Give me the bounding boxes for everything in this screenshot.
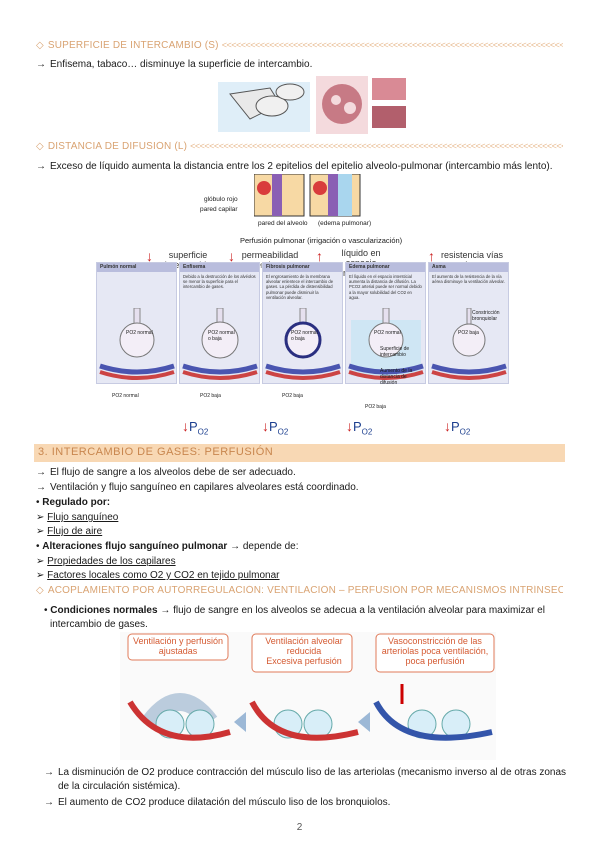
side-label: Superficie de intercambio	[380, 346, 410, 358]
vq-figure	[120, 632, 496, 760]
text-line: →Ventilación y flujo sanguíneo en capila…	[36, 482, 359, 493]
label-globulo-rojo: glóbulo rojo	[204, 196, 238, 203]
vq-panel-title: Vasoconstricción de las arteriolas poca …	[381, 636, 489, 666]
po2-label: PO2 baja	[458, 330, 479, 336]
text-line: • Regulado por:	[36, 497, 111, 508]
po2-indicator: ↓PO2	[444, 418, 471, 437]
text-line: →El flujo de sangre a los alveolos debe …	[36, 467, 296, 478]
page-number: 2	[296, 822, 303, 833]
diffusion-boxes	[254, 174, 361, 217]
text-line: →Enfisema, tabaco… disminuye la superfic…	[36, 59, 313, 70]
po2-indicator: ↓PO2	[182, 418, 209, 437]
vq-panel-title: Ventilación alveolar reducida Excesiva p…	[265, 636, 343, 666]
vq-panel-title: Ventilación y perfusión ajustadas	[132, 636, 224, 656]
arrow-down-icon: ↓	[228, 248, 235, 264]
side-label: Aumento de la distancia de difusión	[380, 368, 413, 386]
text-line: de la circulación sistémica).	[58, 781, 181, 792]
list-item: ➢ Propiedades de los capilares	[36, 556, 176, 567]
po2-bottom: PO2 baja	[282, 393, 303, 399]
po2-indicator: ↓PO2	[262, 418, 289, 437]
label-pared-alveolo: pared del alveolo	[258, 220, 308, 227]
list-item: ➢ Flujo de aire	[36, 526, 103, 537]
label-pared-capilar: pared capilar	[200, 206, 238, 213]
list-item: ➢ Factores locales como O2 y CO2 en teji…	[36, 570, 280, 581]
label-edema: (edema pulmonar)	[318, 220, 372, 227]
text-line: →Exceso de líquido aumenta la distancia …	[36, 161, 553, 172]
po2-label: PO2 normal	[126, 330, 153, 336]
section-banner-perfusion: 3. INTERCAMBIO DE GASES: PERFUSIÓN	[34, 444, 565, 462]
arrow-up-icon: ↑	[316, 248, 323, 264]
section-heading-distancia: ◇DISTANCIA DE DIFUSIÓN (L) <<<<<<<<<<<<<…	[36, 141, 563, 152]
section-heading-acoplamiento: ◇ACOPLAMIENTO POR AUTORREGULACIÓN: VENTI…	[36, 585, 563, 596]
text-line: • Alteraciones flujo sanguíneo pulmonar …	[36, 541, 299, 552]
po2-label: PO2 normal	[374, 330, 401, 336]
list-item: ➢ Flujo sanguíneo	[36, 512, 119, 523]
po2-label: PO2 normal o baja	[291, 330, 318, 342]
side-label: Constricción bronquiolar	[472, 310, 500, 322]
po2-label: PO2 normal o baja	[208, 330, 235, 342]
po2-bottom: PO2 normal	[112, 393, 139, 399]
arrow-up-icon: ↑	[428, 248, 435, 264]
diagram-column: Pulmón normal	[96, 262, 177, 384]
arrow-down-icon: ↓	[146, 248, 153, 264]
text-line: →El aumento de CO2 produce dilatación de…	[44, 797, 391, 808]
text-line: • Condiciones normales → flujo de sangre…	[44, 605, 545, 616]
po2-indicator: ↓PO2	[346, 418, 373, 437]
po2-bottom: PO2 baja	[365, 404, 386, 410]
section-heading-superficie: ◇SUPERFICIE DE INTERCAMBIO (S) <<<<<<<<<…	[36, 40, 563, 51]
text-line: →La disminución de O2 produce contracció…	[44, 767, 567, 778]
label-perfusion: Perfusión pulmonar (irrigación o vascula…	[240, 236, 403, 245]
alveoli-diagram	[99, 308, 507, 380]
text-line: intercambio de gases.	[50, 619, 148, 630]
emphysema-illustration	[218, 76, 406, 134]
po2-bottom: PO2 baja	[200, 393, 221, 399]
